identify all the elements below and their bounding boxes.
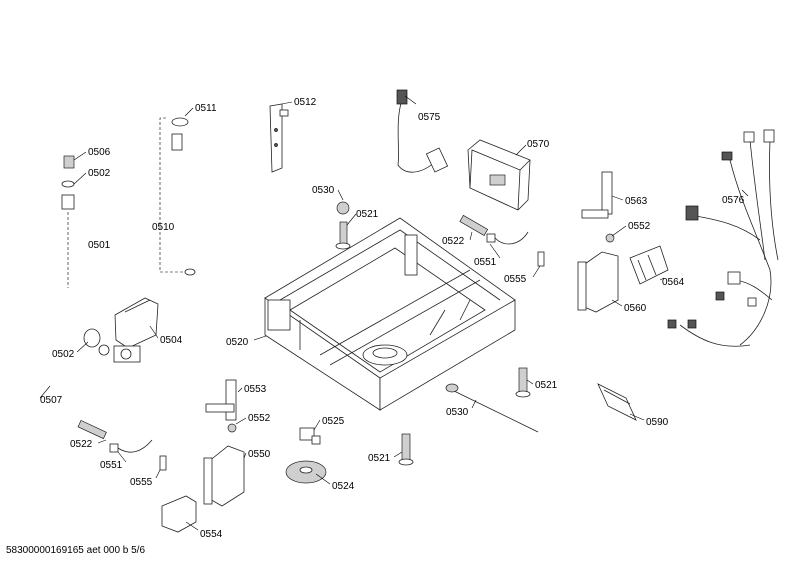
- label-0575: 0575: [418, 112, 441, 123]
- screw-set-top: [335, 201, 351, 250]
- mount-brackets-right: [577, 171, 669, 313]
- label-0570: 0570: [527, 139, 550, 150]
- part-labels: 0511 0512 0575 0570 0506 0502 0530 0521 …: [40, 97, 745, 540]
- label-0552-bottom: 0552: [248, 413, 271, 424]
- label-0555-top: 0555: [504, 274, 527, 285]
- label-0507: 0507: [40, 395, 63, 406]
- float-parts: [285, 427, 327, 484]
- label-0525: 0525: [322, 416, 345, 427]
- label-0564: 0564: [662, 277, 685, 288]
- label-0576: 0576: [722, 195, 745, 206]
- mount-brackets-left: [161, 379, 245, 533]
- label-0502-bottom: 0502: [52, 349, 75, 360]
- label-0506: 0506: [88, 147, 111, 158]
- label-0510: 0510: [152, 222, 175, 233]
- leader-lines: [39, 95, 749, 531]
- label-0511: 0511: [195, 103, 217, 114]
- label-0554: 0554: [200, 529, 223, 540]
- label-0501: 0501: [88, 240, 111, 251]
- label-0524: 0524: [332, 481, 355, 492]
- sensor-set-bottom: [77, 419, 167, 471]
- inlet-fittings: [61, 155, 110, 356]
- label-0504: 0504: [160, 335, 183, 346]
- label-0530-bottom: 0530: [446, 407, 469, 418]
- label-0522-top: 0522: [442, 236, 465, 247]
- label-0563: 0563: [625, 196, 648, 207]
- label-0553: 0553: [244, 384, 267, 395]
- label-0502-top: 0502: [88, 168, 111, 179]
- bracket-0512: [269, 103, 289, 173]
- label-0550: 0550: [248, 449, 271, 460]
- label-0551-bottom: 0551: [100, 460, 123, 471]
- label-0552-top: 0552: [628, 221, 651, 232]
- power-cable: [396, 89, 449, 173]
- water-valve: [19, 297, 159, 385]
- label-0512: 0512: [294, 97, 317, 108]
- label-0521-bottom: 0521: [368, 453, 391, 464]
- label-0590: 0590: [646, 417, 669, 428]
- label-0555-bottom: 0555: [130, 477, 153, 488]
- drain-hose: [159, 117, 240, 315]
- label-0521-top: 0521: [356, 209, 379, 220]
- control-module: [467, 139, 531, 211]
- label-0551-top: 0551: [474, 257, 497, 268]
- label-0521-mid: 0521: [535, 380, 558, 391]
- label-0520: 0520: [226, 337, 249, 348]
- label-0530-top: 0530: [312, 185, 335, 196]
- footer-document-id: 58300000169165 aet 000 b 5/6: [6, 545, 145, 556]
- label-0560: 0560: [624, 303, 647, 314]
- wiring-harness: [667, 129, 779, 347]
- sensor-set-top: [459, 214, 545, 267]
- base-frame: [264, 217, 516, 411]
- screw-set-bottom: [398, 367, 637, 466]
- label-0522-bottom: 0522: [70, 439, 93, 450]
